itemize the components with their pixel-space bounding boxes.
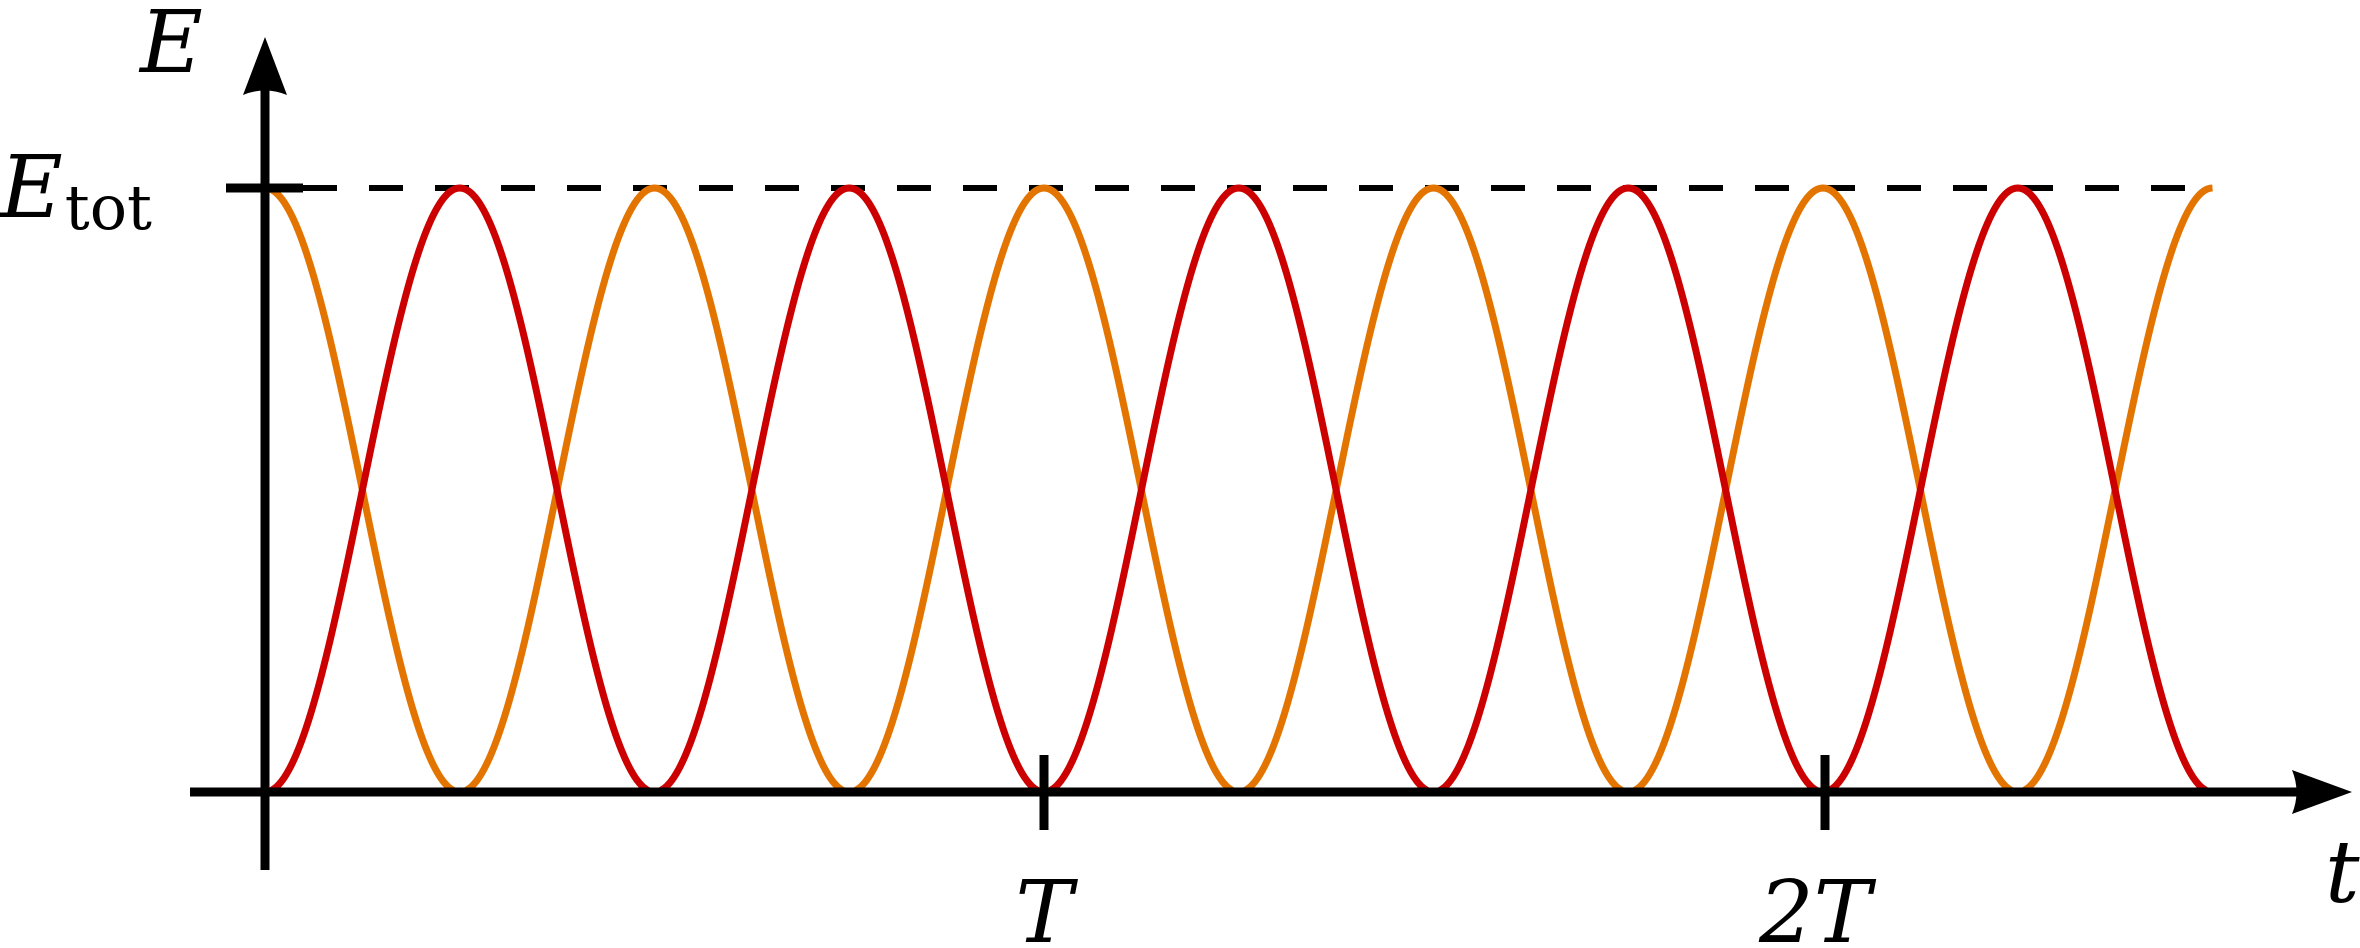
x-axis-arrow-icon	[2292, 770, 2352, 814]
tick-T-label: T	[1015, 863, 1078, 948]
x-axis-label: t	[2325, 823, 2360, 923]
tick-2T-label: 2T	[1758, 863, 1877, 948]
y-axis-label: E	[138, 0, 203, 93]
e-tot-label-main: E	[0, 138, 63, 238]
y-axis-arrow-icon	[243, 37, 287, 95]
e-tot-label-sub: tot	[65, 171, 152, 244]
e-tot-label: Etot	[0, 138, 152, 244]
red-energy-curve	[263, 184, 2214, 796]
